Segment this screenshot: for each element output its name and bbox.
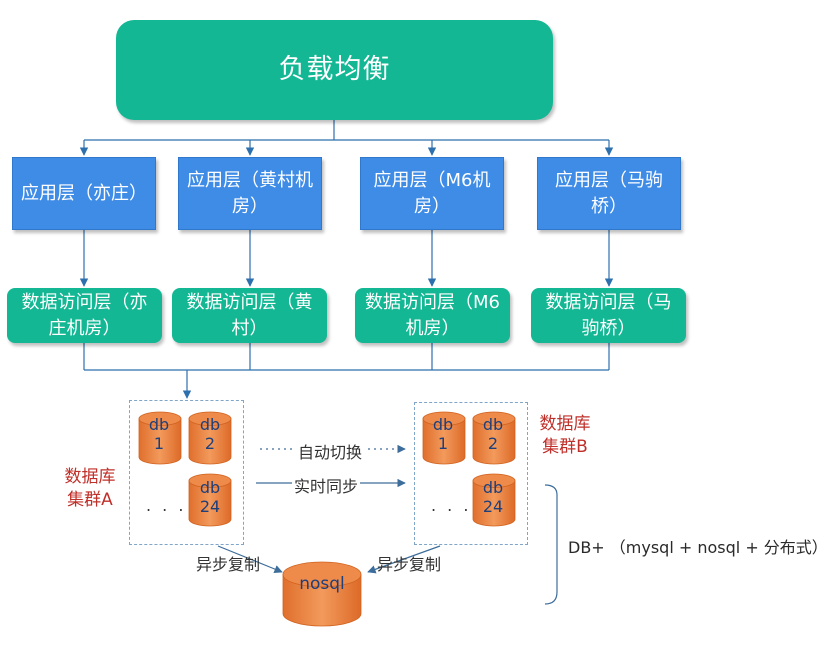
data-access-layer-majuqiao: 数据访问层（马驹桥） bbox=[531, 288, 686, 343]
cluster-a-ellipsis: . . . bbox=[146, 496, 187, 515]
db-name: db bbox=[482, 415, 504, 434]
nosql-label: nosql bbox=[299, 574, 345, 594]
data-access-layer-huangcun: 数据访问层（黄村） bbox=[172, 288, 327, 343]
cluster-b-border bbox=[414, 402, 528, 545]
cluster-b-db2-cylinder bbox=[472, 411, 516, 465]
db-cylinders bbox=[138, 411, 516, 627]
load-balancer-box: 负载均衡 bbox=[116, 20, 553, 120]
db-number: 2 bbox=[204, 434, 216, 453]
cluster-a-label: 数据库集群A bbox=[64, 467, 116, 510]
nosql-cylinder bbox=[282, 561, 362, 627]
db-number: 1 bbox=[153, 434, 165, 453]
auto-switch-label: 自动切换 bbox=[296, 439, 365, 463]
db-number: 24 bbox=[199, 497, 221, 516]
cluster-b-db24-label: db 24 bbox=[469, 478, 517, 516]
data-access-layer-label: 数据访问层（亦庄机房） bbox=[21, 291, 148, 339]
app-layer-yizhuang: 应用层（亦庄） bbox=[12, 157, 156, 230]
db-number: 1 bbox=[437, 434, 449, 453]
cluster-b-db1-label: db 1 bbox=[419, 415, 467, 453]
cluster-b-db1-cylinder bbox=[422, 411, 466, 465]
cluster-a-border bbox=[129, 400, 244, 545]
cluster-a-db24-cylinder bbox=[188, 473, 232, 527]
load-balancer-label: 负载均衡 bbox=[278, 54, 391, 85]
db-number: 24 bbox=[482, 497, 504, 516]
cluster-a-db1-label: db 1 bbox=[135, 415, 183, 453]
data-access-layer-label: 数据访问层（M6机房） bbox=[365, 291, 500, 339]
cluster-a-db24-label: db 24 bbox=[186, 478, 234, 516]
cluster-b-label: 数据库集群B bbox=[539, 414, 591, 457]
app-layer-label: 应用层（黄村机房） bbox=[187, 169, 313, 217]
app-layer-label: 应用层（马驹桥） bbox=[555, 169, 663, 217]
db-name: db bbox=[199, 415, 221, 434]
cluster-a-db2-cylinder bbox=[188, 411, 232, 465]
cluster-b-db2-label: db 2 bbox=[469, 415, 517, 453]
db-name: db bbox=[432, 415, 454, 434]
db-number: 2 bbox=[487, 434, 499, 453]
cluster-b-db24-cylinder bbox=[472, 473, 516, 527]
data-access-layer-yizhuang: 数据访问层（亦庄机房） bbox=[7, 288, 162, 343]
app-layer-label: 应用层（M6机房） bbox=[373, 169, 491, 217]
data-access-layer-m6: 数据访问层（M6机房） bbox=[355, 288, 510, 343]
app-layer-majuqiao: 应用层（马驹桥） bbox=[537, 157, 681, 230]
data-access-layer-label: 数据访问层（黄村） bbox=[186, 291, 313, 339]
async-copy-right-label: 异步复制 bbox=[377, 555, 442, 574]
db-plus-label: DB+ （mysql + nosql + 分布式） bbox=[568, 538, 828, 557]
db-name: db bbox=[199, 478, 221, 497]
db-name: db bbox=[148, 415, 170, 434]
data-access-layer-label: 数据访问层（马驹桥） bbox=[545, 291, 672, 339]
app-layer-huangcun: 应用层（黄村机房） bbox=[178, 157, 322, 230]
cluster-b-ellipsis: . . . bbox=[431, 496, 472, 515]
app-layer-m6: 应用层（M6机房） bbox=[360, 157, 504, 230]
realtime-sync-label: 实时同步 bbox=[292, 473, 361, 497]
app-layer-label: 应用层（亦庄） bbox=[21, 182, 147, 204]
db-name: db bbox=[482, 478, 504, 497]
async-copy-left-label: 异步复制 bbox=[196, 555, 261, 574]
cluster-a-db2-label: db 2 bbox=[186, 415, 234, 453]
cluster-a-db1-cylinder bbox=[138, 411, 182, 465]
